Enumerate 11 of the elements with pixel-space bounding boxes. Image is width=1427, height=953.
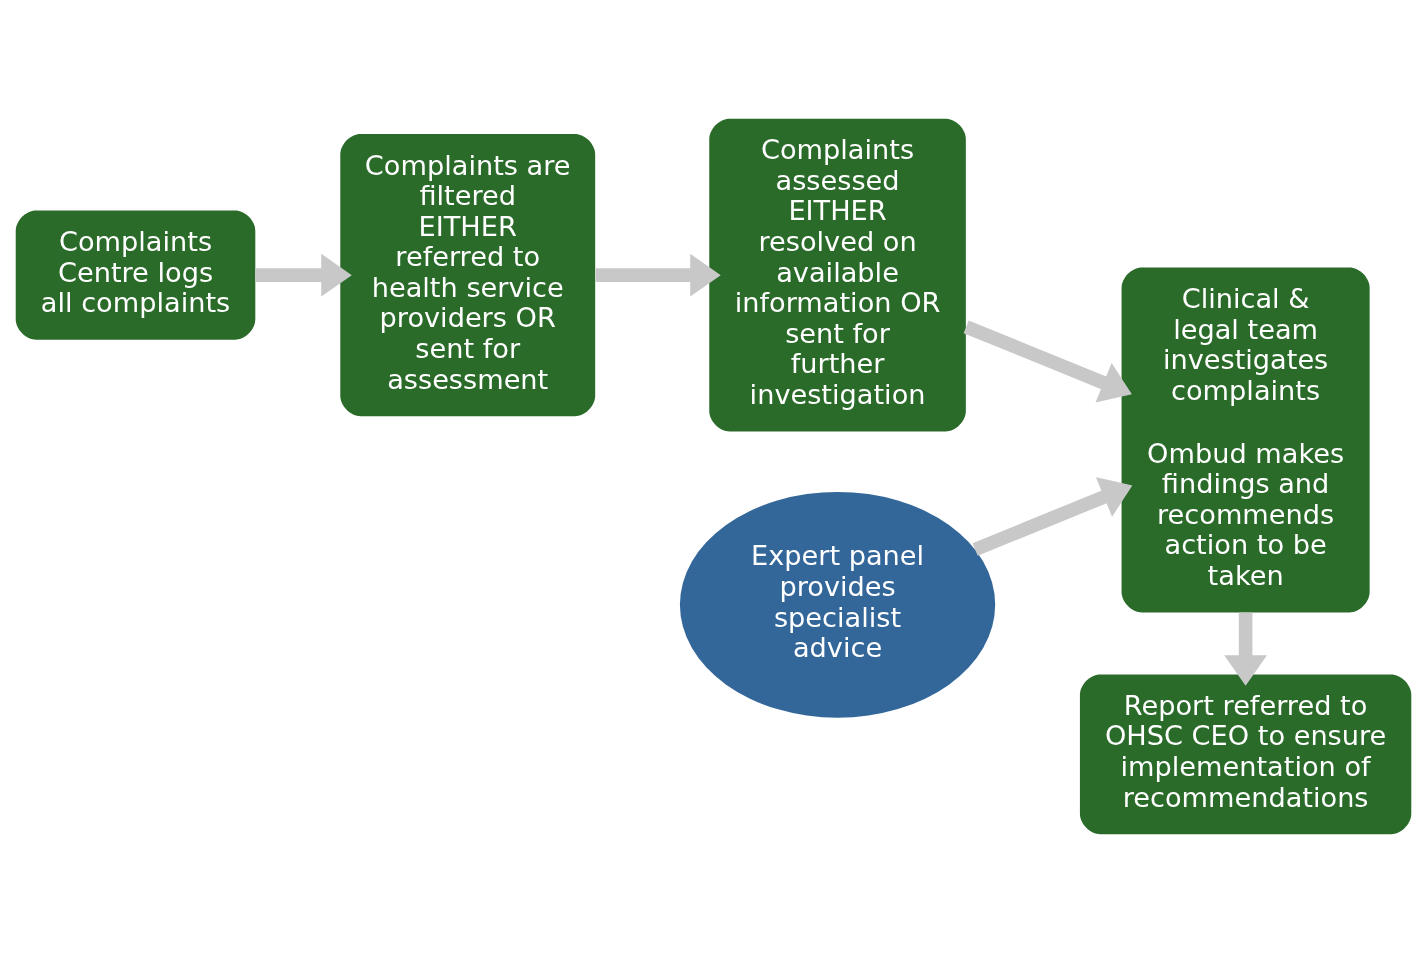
arrow xyxy=(963,320,1132,403)
arrow xyxy=(972,477,1133,556)
node-box: Clinical & legal team investigates complaints Ombud makes findings and recommends action to be taken xyxy=(1121,267,1370,613)
arrow xyxy=(1224,612,1267,686)
node-box: Complaints are filtered EITHER referred to health service providers OR sent for assessment xyxy=(340,134,596,417)
arrow xyxy=(255,253,352,297)
arrow xyxy=(595,253,721,297)
node-box: Report referred to OHSC CEO to ensure implementation of recommendations xyxy=(1079,674,1412,835)
node-box: Complaints assessed EITHER resolved on available information OR sent for further investigation xyxy=(709,118,966,432)
node-ellipse: Expert panel provides specialist advice xyxy=(679,491,996,718)
node-box: Complaints Centre logs all complaints xyxy=(15,210,256,340)
